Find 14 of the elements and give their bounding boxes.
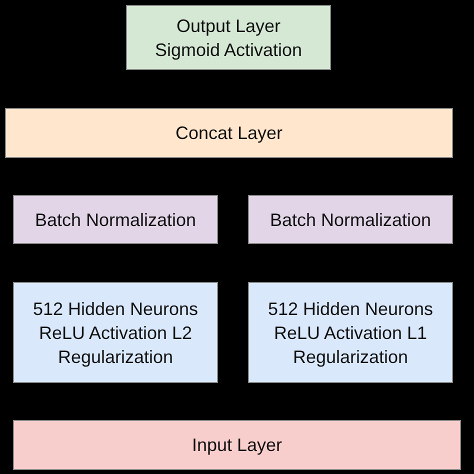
layer-label: 512 Hidden Neurons ReLU Activation L2 Regularization [32,298,200,368]
layer-label: Batch Normalization [34,208,196,232]
layer-box [5,108,453,158]
layer-box [248,195,453,244]
layer-box [248,282,453,383]
layer-box [13,282,218,383]
layer-label: Input Layer [192,434,282,457]
layer-label: Batch Normalization [270,208,432,232]
layer-label: 512 Hidden Neurons ReLU Activation L1 Regularization [266,298,434,368]
layer-label: Concat Layer [175,122,283,145]
layer-box [126,5,331,70]
layer-box [13,420,461,470]
layer-box [13,195,218,244]
layer-label: Output Layer Sigmoid Activation [154,14,304,62]
